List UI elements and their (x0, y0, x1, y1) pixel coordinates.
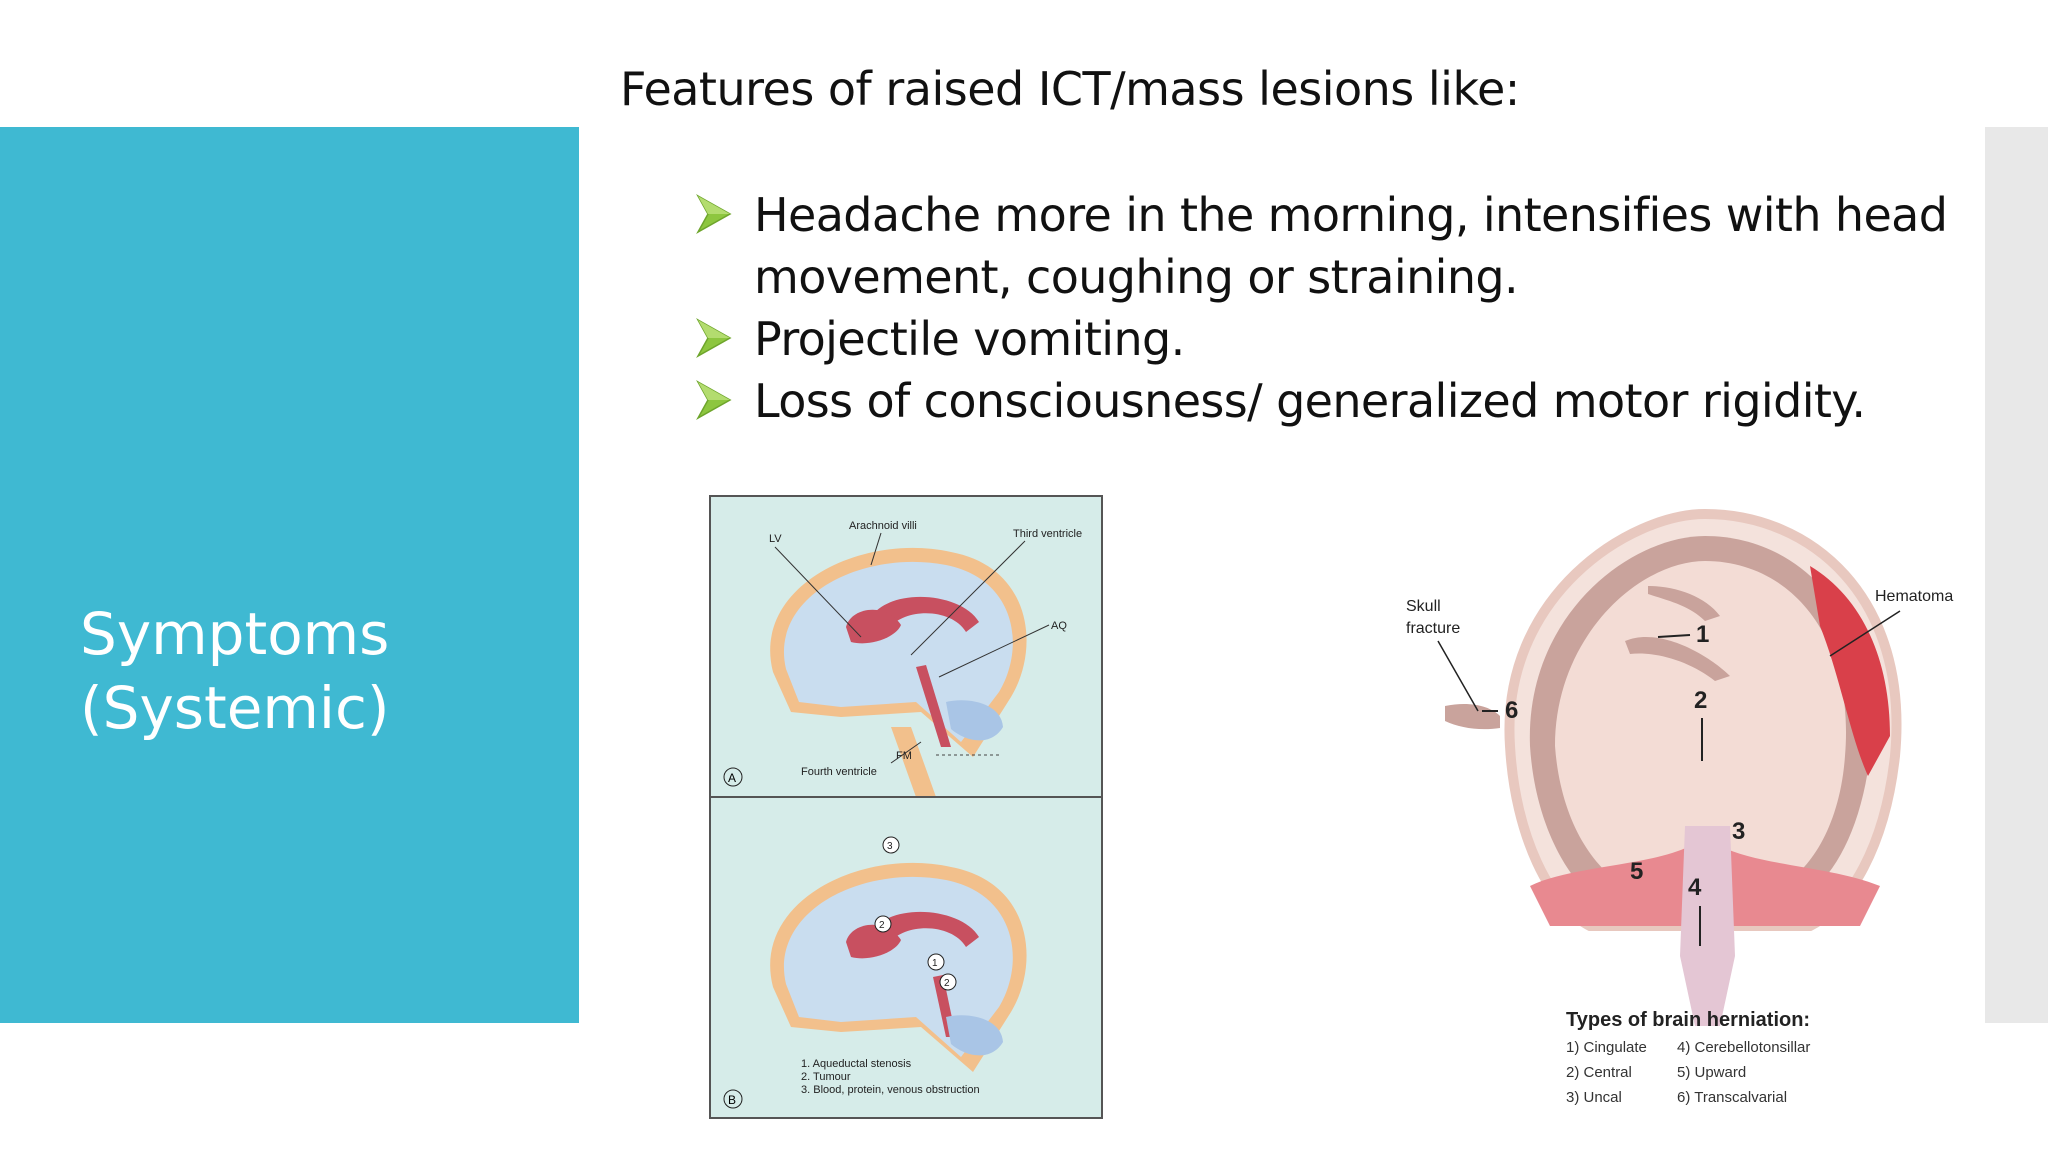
slide-title-line-2: (Systemic) (80, 674, 390, 742)
bullet-text-line-2: movement, coughing or straining. (754, 250, 1519, 304)
panel-b-marker (723, 1089, 743, 1109)
marker-1: 1 (932, 958, 938, 969)
label-lv: LV (769, 533, 782, 545)
herniation-arrows (1482, 634, 1703, 946)
type-1: 1) Cingulate (1566, 1039, 1647, 1056)
label-third-ventricle: Third ventricle (1013, 528, 1082, 540)
type-6: 6) Transcalvarial (1677, 1089, 1787, 1106)
ventricle-diagram: Arachnoid villi LV Third ventricle AQ FM… (711, 520, 1101, 1109)
bullet-text: Loss of consciousness/ generalized motor… (754, 374, 1866, 428)
slide-title-line-1: Symptoms (80, 600, 390, 668)
number-5: 5 (1630, 858, 1643, 885)
herniation-types-title: Types of brain herniation: (1566, 1009, 1810, 1031)
panel-a-leader-lines (774, 532, 1050, 764)
causes-list: 1. Aqueductal stenosis 2. Tumour 3. Bloo… (801, 1058, 980, 1096)
panel-a-brain (770, 547, 1027, 797)
panel-b-brain (770, 862, 1027, 1072)
label-fracture: fracture (1406, 620, 1460, 637)
type-4: 4) Cerebellotonsillar (1677, 1039, 1810, 1056)
herniation-labels: Skull fracture Hematoma (1406, 588, 1953, 637)
marker-3: 3 (887, 841, 893, 852)
herniation-leader-lines (1437, 610, 1901, 712)
label-aq: AQ (1051, 620, 1067, 632)
type-2: 2) Central (1566, 1064, 1632, 1081)
cause-2: 2. Tumour (801, 1071, 851, 1083)
bullet-list: Headache more in the morning, intensifie… (696, 184, 1976, 432)
bullet-text-line-1: Headache more in the morning, intensifie… (754, 188, 1948, 242)
number-3: 3 (1732, 818, 1745, 845)
arrow-bullet-icon (696, 194, 732, 234)
arrow-bullet-icon (696, 318, 732, 358)
label-skull: Skull (1406, 598, 1441, 615)
type-3: 3) Uncal (1566, 1089, 1622, 1106)
cause-1: 1. Aqueductal stenosis (801, 1058, 912, 1070)
bullet-item-headache: Headache more in the morning, intensifie… (696, 184, 1976, 308)
title-panel: Symptoms (Systemic) (0, 127, 579, 1023)
right-edge-strip (1985, 127, 2048, 1023)
number-1: 1 (1696, 621, 1709, 648)
ventricle-diagram-figure: Arachnoid villi LV Third ventricle AQ FM… (709, 495, 1103, 1119)
herniation-types-list: 1) Cingulate 2) Central 3) Uncal 4) Cere… (1566, 1039, 1810, 1106)
slide-title: Symptoms (Systemic) (80, 597, 390, 745)
panel-b-markers: 3 2 1 2 (874, 836, 957, 991)
arrow-bullet-icon (696, 380, 732, 420)
panel-a-labels: Arachnoid villi LV Third ventricle AQ FM… (769, 520, 1082, 778)
label-fm: FM (896, 750, 912, 762)
herniation-diagram: Skull fracture Hematoma 1 2 3 4 5 6 Type… (1406, 508, 1953, 1106)
marker-2b: 2 (944, 978, 950, 989)
label-arachnoid-villi: Arachnoid villi (849, 520, 917, 532)
number-2: 2 (1694, 687, 1707, 714)
bullet-item-consciousness: Loss of consciousness/ generalized motor… (696, 370, 1976, 432)
cause-3: 3. Blood, protein, venous obstruction (801, 1084, 980, 1096)
bullet-item-vomiting: Projectile vomiting. (696, 308, 1976, 370)
number-6: 6 (1505, 697, 1518, 724)
panel-a-letter: A (728, 771, 736, 785)
type-5: 5) Upward (1677, 1064, 1746, 1081)
marker-2: 2 (879, 920, 885, 931)
skull-coronal (1445, 508, 1902, 1026)
content-heading: Features of raised ICT/mass lesions like… (620, 62, 1520, 116)
panel-a-marker (723, 767, 743, 787)
herniation-numbers: 1 2 3 4 5 6 (1505, 621, 1745, 901)
label-fourth-ventricle: Fourth ventricle (801, 766, 877, 778)
label-hematoma: Hematoma (1875, 588, 1953, 605)
number-4: 4 (1688, 874, 1702, 901)
panel-b-letter: B (728, 1093, 736, 1107)
bullet-text: Projectile vomiting. (754, 312, 1185, 366)
